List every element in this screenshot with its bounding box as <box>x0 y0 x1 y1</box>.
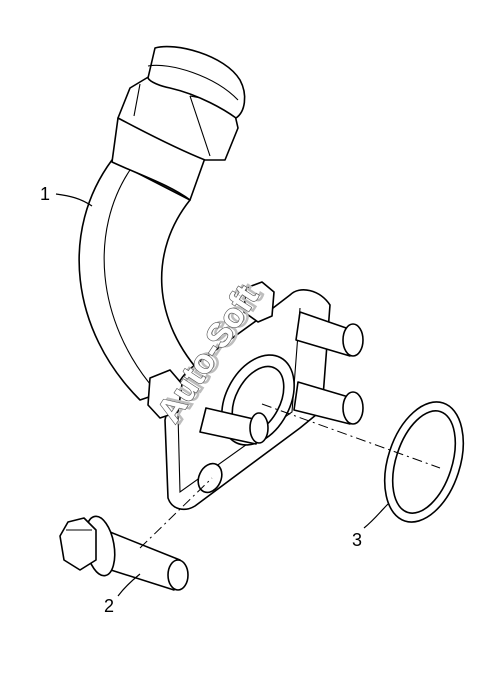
pipe-assembly <box>78 45 246 401</box>
leader-2 <box>117 573 141 597</box>
union-cap-rim <box>147 64 239 101</box>
stud-lower-end <box>342 391 364 425</box>
flange-bolt <box>59 515 189 591</box>
hex-nut-edge <box>133 83 141 117</box>
bolt-hex-head <box>59 517 97 571</box>
pipe-shading-line <box>103 169 156 391</box>
leader-1 <box>55 193 93 207</box>
callout-2: 2 <box>104 596 114 616</box>
bolt-shank-end <box>167 559 189 591</box>
assembly-line-seal <box>261 403 441 469</box>
leader-3 <box>363 503 389 529</box>
callout-3: 3 <box>352 530 362 550</box>
flange-nut-left <box>147 369 183 419</box>
assembly-line-bolt <box>139 477 213 549</box>
stud-upper-end <box>342 323 364 357</box>
hex-nut-edge-2 <box>189 95 211 157</box>
bent-pipe <box>78 159 206 401</box>
seal-ring <box>383 401 465 523</box>
flange-front-face <box>177 307 301 494</box>
callout-1: 1 <box>40 184 50 204</box>
stud-front <box>199 407 259 445</box>
flange-assembly <box>147 281 364 511</box>
union-cap <box>147 45 246 119</box>
stud-front-end <box>249 412 269 444</box>
flange-nut-top <box>243 281 275 323</box>
seal-ring-inner <box>391 410 457 514</box>
